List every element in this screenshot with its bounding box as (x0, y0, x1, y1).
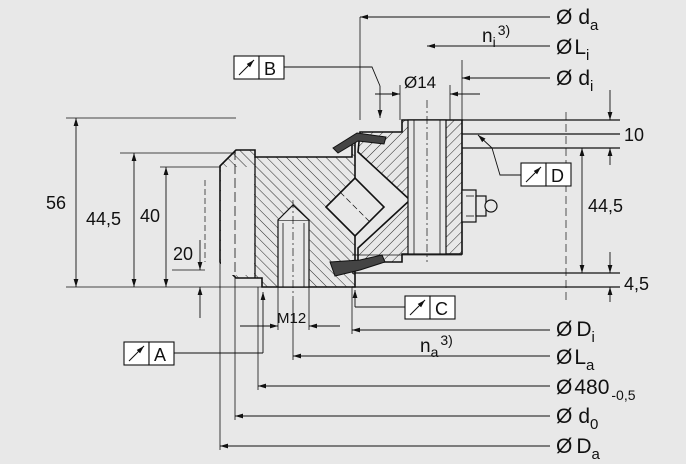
left-vertical-dimensions (66, 117, 262, 318)
dim-La-label: ØLa (556, 346, 595, 374)
datum-d-label: D (551, 166, 564, 186)
right-vertical-dimensions (579, 90, 613, 302)
bottom-dimension-leaders (219, 262, 550, 450)
dim-li-label: ØLi (556, 36, 589, 64)
dim-44-5-left: 44,5 (86, 209, 121, 229)
mounting-outline (204, 112, 620, 300)
grease-nipple (461, 189, 498, 223)
tolerance-frame-d: D (477, 134, 572, 187)
dim-4-5: 4,5 (624, 274, 649, 294)
dim-ni-label: ni3) (482, 22, 510, 50)
datum-b-label: B (264, 59, 276, 79)
tolerance-frame-b: B (233, 55, 383, 118)
datum-c-label: C (435, 299, 448, 319)
top-dimension-leaders (359, 14, 550, 120)
dim-44-5-right: 44,5 (588, 196, 623, 216)
tolerance-frame-c: C (352, 290, 456, 320)
dim-480-label: Ø480-0,5 (556, 376, 636, 403)
dim-20: 20 (173, 244, 193, 264)
dim-hole-diameter: Ø14 (404, 73, 436, 92)
datum-a-label: A (154, 345, 166, 365)
crossed-roller (324, 176, 386, 238)
inner-ring (357, 100, 463, 263)
dim-m12: M12 (277, 310, 306, 327)
seal-bottom (329, 254, 386, 277)
dim-56: 56 (46, 193, 66, 213)
tolerance-frame-a: A (123, 292, 266, 366)
threaded-hole-m12 (277, 200, 310, 300)
seal-top (332, 132, 387, 154)
dim-na-label: na3) (420, 332, 453, 360)
dim-10: 10 (624, 125, 644, 145)
dim-40: 40 (140, 206, 160, 226)
